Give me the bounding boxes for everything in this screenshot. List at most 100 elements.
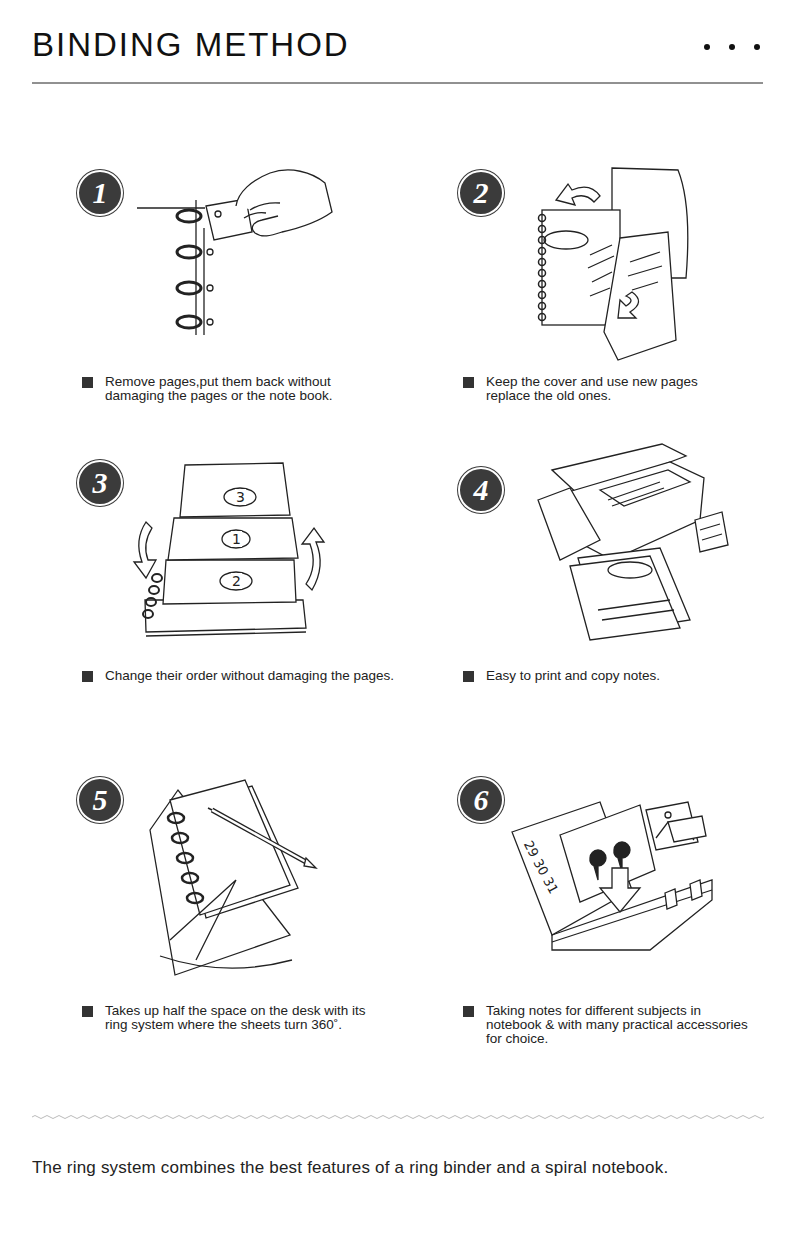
menu-dots — [754, 44, 760, 50]
notebook-turn-drawing — [150, 780, 316, 975]
accessories-drawing — [512, 802, 712, 950]
accessories-drawing — [600, 868, 640, 912]
step-description: Remove pages,put them back without damag… — [105, 375, 350, 403]
step-number: 3 — [77, 460, 123, 506]
ring-spine-drawing — [177, 210, 201, 222]
spiral-ring — [172, 833, 188, 843]
header-rule — [32, 83, 763, 84]
spiral-ring — [539, 303, 546, 310]
bullet-square — [82, 377, 474, 1017]
step-number: 6 — [458, 777, 504, 823]
step-number: 2 — [458, 170, 504, 216]
step-number: 4 — [458, 467, 504, 513]
wavy-divider — [32, 1116, 764, 1119]
step-number-circle: 3 — [77, 460, 123, 506]
ring-spine-drawing — [137, 170, 332, 335]
notebook-turn-drawing — [212, 810, 306, 862]
spiral-ring — [539, 237, 546, 244]
reorder-drawing — [146, 598, 156, 606]
printer-drawing — [608, 482, 664, 506]
spiral-ring — [182, 873, 198, 883]
footer-caption: The ring system combines the best featur… — [32, 1158, 668, 1178]
page-number: 2 — [231, 573, 242, 589]
step-number: 1 — [77, 170, 123, 216]
notebook-turn-drawing — [160, 956, 292, 968]
step-number: 5 — [77, 777, 123, 823]
spiral-ring — [539, 226, 546, 233]
ring-spine-drawing — [215, 211, 221, 217]
printer-drawing — [538, 444, 728, 640]
reorder-drawing — [143, 610, 153, 618]
page-swap-drawing — [556, 184, 600, 205]
spiral-ring — [177, 853, 193, 863]
spiral-ring — [187, 893, 203, 903]
ring-spine-drawing — [207, 319, 213, 325]
step-number-circle: 6 — [458, 777, 504, 823]
printer-drawing — [700, 524, 722, 540]
step-description: Keep the cover and use new pages replace… — [486, 375, 721, 403]
ring-spine-drawing — [203, 228, 204, 335]
reorder-drawing — [152, 574, 162, 582]
printer-drawing — [570, 556, 680, 640]
ring-spine-drawing — [244, 213, 266, 218]
notebook-turn-drawing — [170, 880, 236, 960]
reorder-drawing — [134, 463, 324, 636]
page-number: 3 — [235, 489, 246, 505]
page-title: BINDING METHOD — [32, 26, 350, 64]
ring-spine-drawing — [250, 203, 280, 210]
step-description: Change their order without damaging the … — [105, 669, 394, 683]
printer-drawing — [608, 562, 652, 578]
page-swap-drawing — [544, 231, 588, 249]
ring-spine-drawing — [207, 285, 213, 291]
bullet-square — [463, 671, 474, 682]
notebook-turn-drawing — [170, 780, 290, 915]
spiral-ring — [539, 259, 546, 266]
accessories-drawing — [590, 850, 606, 880]
menu-dots — [704, 44, 760, 50]
step-number-circle: 2 — [458, 170, 504, 216]
spiral-ring — [168, 813, 203, 903]
accessories-drawing — [665, 889, 677, 909]
bullet-square — [463, 1006, 474, 1017]
page-swap-drawing — [542, 168, 688, 360]
spiral-ring — [539, 292, 546, 299]
step-description: Easy to print and copy notes. — [486, 669, 660, 683]
notebook-turn-drawing — [208, 808, 212, 810]
ring-spine-drawing — [236, 170, 332, 236]
page-swap-drawing — [628, 252, 662, 290]
ring-spine-drawing — [177, 246, 201, 258]
ring-spine-drawing — [177, 282, 201, 294]
printer-drawing — [695, 512, 728, 552]
spiral-ring — [539, 270, 546, 277]
reorder-drawing — [149, 586, 159, 594]
spiral-ring — [539, 248, 546, 255]
reorder-drawing — [222, 530, 250, 548]
reorder-drawing — [134, 522, 156, 578]
step-description: Taking notes for different subjects in n… — [486, 1004, 748, 1046]
spiral-ring — [539, 281, 546, 288]
accessories-drawing — [668, 816, 706, 842]
step-number-circle: 1 — [77, 170, 123, 216]
header-rule — [32, 83, 763, 84]
spiral-ring — [539, 215, 546, 222]
ring-spine-drawing — [137, 207, 205, 208]
reorder-drawing — [302, 528, 324, 590]
bullet-square — [463, 377, 474, 388]
step-description: Takes up half the space on the desk with… — [105, 1004, 390, 1032]
page-swap-drawing — [588, 245, 614, 296]
spiral-ring — [539, 215, 546, 321]
bullet-square — [82, 377, 93, 388]
bullet-square — [82, 671, 93, 682]
printer-drawing — [598, 600, 674, 620]
reorder-drawing — [163, 560, 296, 604]
menu-dots — [729, 44, 735, 50]
menu-dots — [704, 44, 710, 50]
spiral-ring — [168, 813, 184, 823]
page-swap-drawing — [604, 232, 676, 360]
reorder-drawing — [220, 572, 252, 590]
reorder-drawing — [180, 463, 290, 517]
spiral-ring — [539, 314, 546, 321]
reorder-drawing — [224, 488, 256, 506]
accessories-drawing — [665, 812, 671, 818]
accessories-drawing — [690, 880, 702, 900]
